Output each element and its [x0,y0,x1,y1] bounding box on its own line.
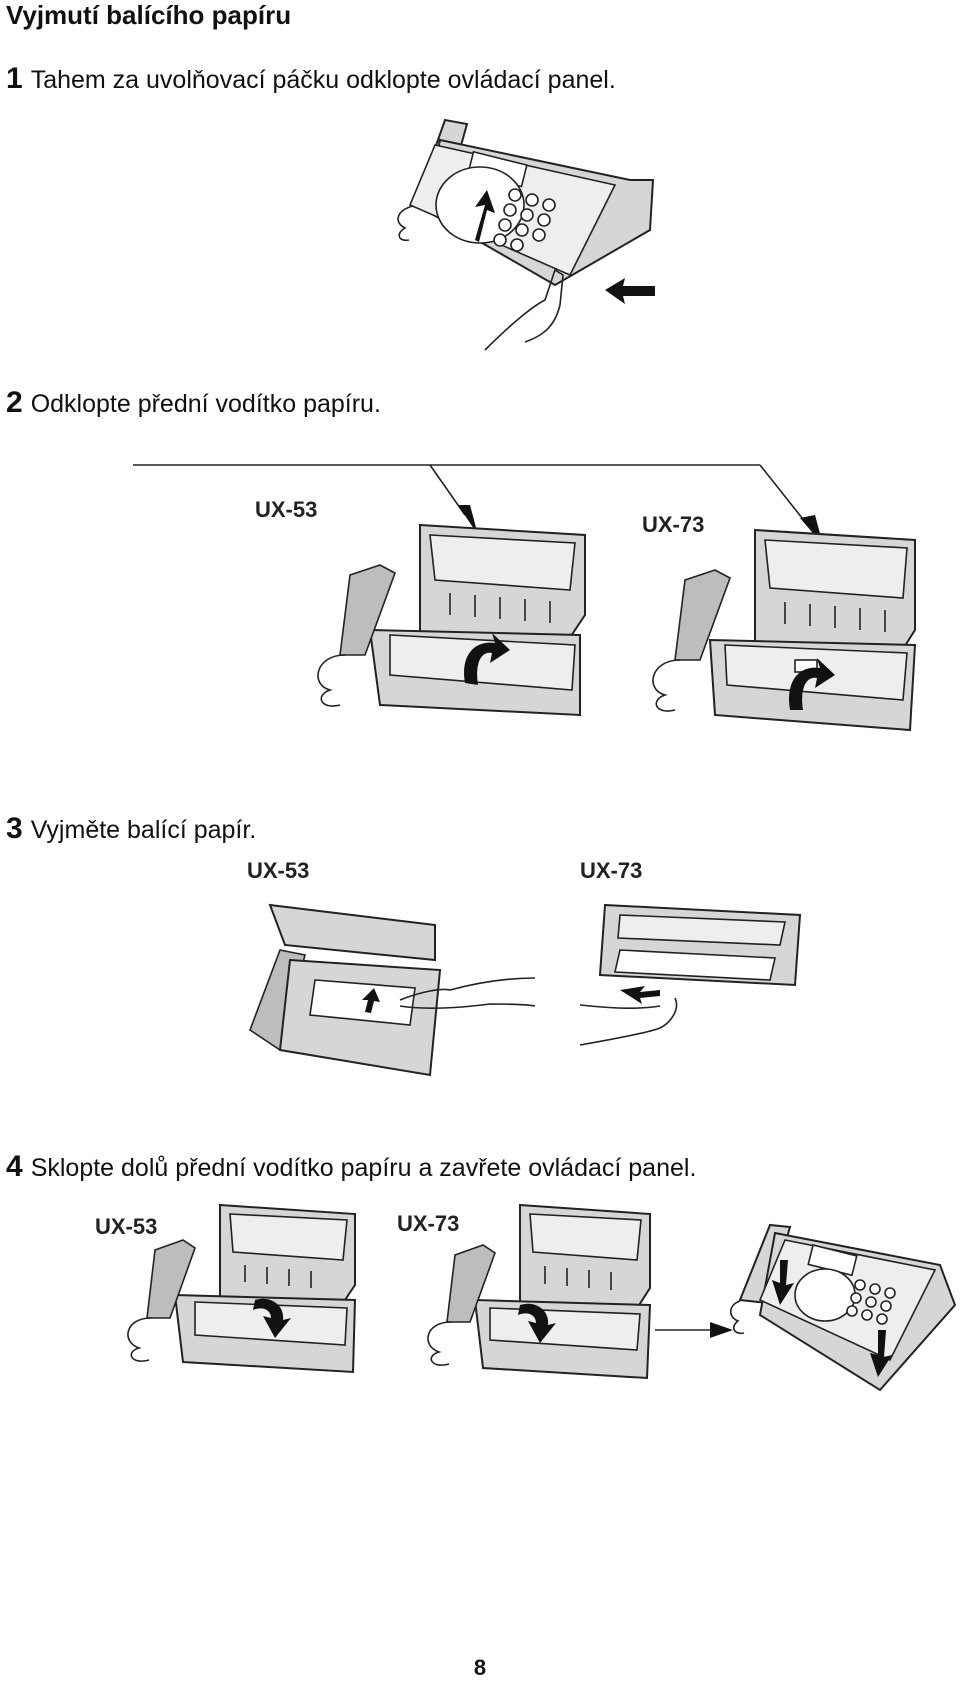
keypad [493,188,556,252]
rotate-down-arrow-icon [253,1298,291,1338]
fax-illustration-ux73-close [427,1203,652,1380]
step-text: Sklopte dolů přední vodítko papíru a zav… [30,1154,697,1182]
step-text: Odklopte přední vodítko papíru. [30,390,381,418]
page-title: Vyjmutí balícího papíru [6,0,292,30]
down-arrow-icon [772,1260,794,1305]
model-label-ux73: UX-73 [642,512,705,537]
model-label-ux53: UX-53 [95,1214,158,1239]
right-arrow-icon [710,1322,733,1338]
down-left-arrow-icon [620,986,660,1004]
model-label-ux53: UX-53 [247,858,310,883]
rotate-arrow-icon [464,633,510,685]
up-arrow-icon [475,190,495,242]
step-number: 4 [6,1150,23,1183]
next-arrow [655,1322,733,1338]
fax-illustration-ux53-close [127,1203,357,1374]
step-number: 1 [6,62,23,95]
rotate-down-arrow-icon [518,1303,556,1343]
fax-illustration-closed [729,1223,957,1392]
keypad [846,1279,896,1325]
model-label-ux73: UX-73 [580,858,643,883]
step-number: 3 [6,812,23,845]
left-arrow-icon [605,278,655,304]
remove-paper-illustration-ux53 [249,903,536,1077]
callout-lines [133,464,823,545]
model-label-ux53: UX-53 [255,497,318,522]
fax-illustration-ux53-open [317,523,586,717]
remove-paper-illustration-ux73 [579,903,802,1046]
step-text: Tahem za uvolňovací páčku odklopte ovlád… [30,66,616,94]
step-text: Vyjměte balící papír. [30,816,257,844]
page-number: 8 [473,1655,487,1680]
step-number: 2 [6,386,23,419]
model-label-ux73: UX-73 [397,1211,460,1236]
fax-illustration-step1 [397,118,655,351]
down-arrow-icon [870,1330,892,1377]
up-arrow-icon [362,988,380,1013]
fax-illustration-ux73-open [652,528,917,732]
rotate-arrow-icon [789,658,835,710]
